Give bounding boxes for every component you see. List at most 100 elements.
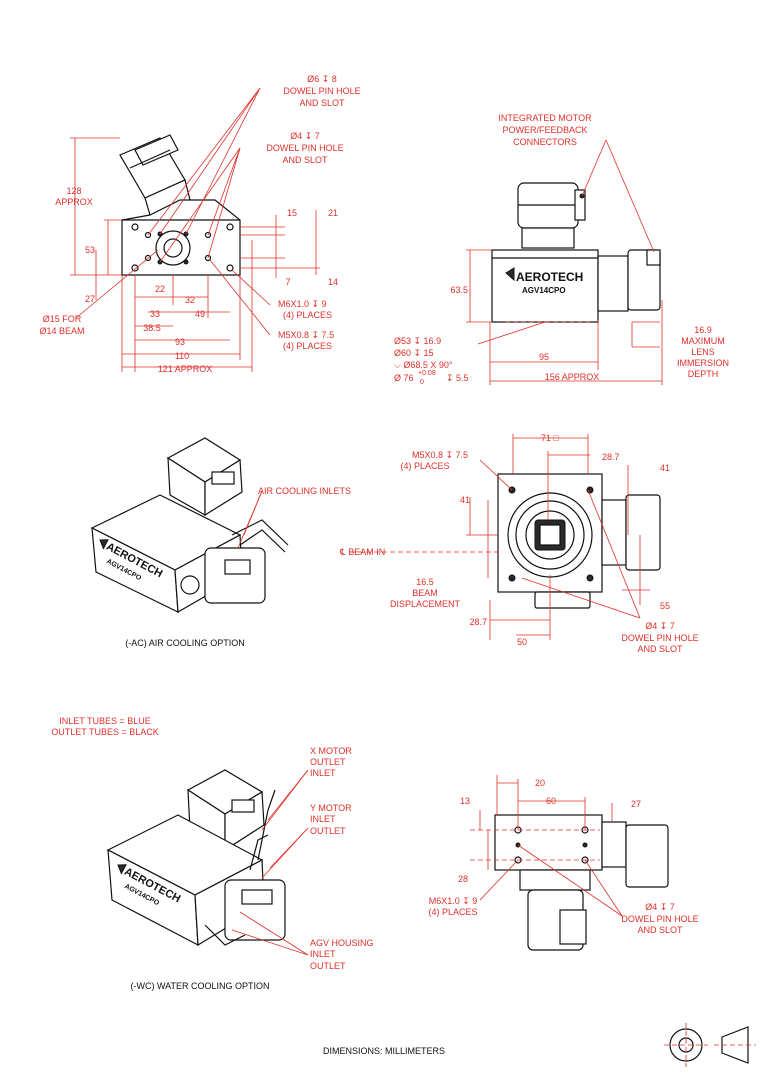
immersion-2: MAXIMUM bbox=[681, 336, 725, 346]
dim-49: 49 bbox=[195, 309, 205, 319]
side-view: AEROTECH AGV14CPO INTEGRATED MOTOR POWER… bbox=[394, 113, 729, 386]
dowel4-line3: AND SLOT bbox=[282, 155, 328, 165]
dim-128: 128 bbox=[66, 186, 81, 196]
dim-14: 14 bbox=[328, 277, 338, 287]
y-motor-3: OUTLET bbox=[310, 826, 346, 836]
dim-95: 95 bbox=[539, 352, 549, 362]
top-dowel-2: DOWEL PIN HOLE bbox=[621, 633, 698, 643]
motor-body bbox=[119, 134, 191, 216]
tubes-line1: INLET TUBES = BLUE bbox=[59, 716, 150, 726]
top-dowel-1: Ø4 ↧ 7 bbox=[645, 621, 675, 631]
water-caption: (-WC) WATER COOLING OPTION bbox=[131, 981, 270, 991]
immersion-1: 16.9 bbox=[694, 325, 712, 335]
bore-tol-plus: +0.08 bbox=[418, 370, 436, 377]
dim-50: 50 bbox=[517, 637, 527, 647]
top-dowel-3: AND SLOT bbox=[637, 644, 683, 654]
immersion-3: LENS bbox=[691, 347, 715, 357]
dim-21: 21 bbox=[328, 208, 338, 218]
dim-32: 32 bbox=[185, 295, 195, 305]
mount-dowel-2: DOWEL PIN HOLE bbox=[621, 914, 698, 924]
bore-2: Ø60 ↧ 15 bbox=[394, 348, 434, 358]
side-motor bbox=[517, 182, 586, 249]
top-m5-line1: M5X0.8 ↧ 7.5 bbox=[412, 450, 468, 460]
side-logo: AEROTECH AGV14CPO bbox=[505, 267, 583, 295]
beam-line1: Ø15 FOR bbox=[43, 314, 82, 324]
horizontal-dimensions bbox=[121, 240, 253, 372]
air-inlets-label: AIR COOLING INLETS bbox=[258, 486, 351, 496]
housing-2: INLET bbox=[310, 949, 336, 959]
mount-dowel-3: AND SLOT bbox=[637, 925, 683, 935]
dim-33: 33 bbox=[150, 309, 160, 319]
dim-15: 15 bbox=[287, 208, 297, 218]
dim-13: 13 bbox=[460, 796, 470, 806]
dowel6-line2: DOWEL PIN HOLE bbox=[283, 86, 360, 96]
bore-depth: ↧ 5.5 bbox=[446, 373, 469, 383]
dim-22: 22 bbox=[155, 284, 165, 294]
side-brand: AEROTECH bbox=[516, 270, 583, 284]
front-view-dimensioned: Ø6 ↧ 8 DOWEL PIN HOLE AND SLOT Ø4 ↧ 7 DO… bbox=[39, 74, 360, 374]
dim-156: 156 APPROX bbox=[545, 372, 600, 382]
tubes-line2: OUTLET TUBES = BLACK bbox=[51, 727, 158, 737]
dim-27: 27 bbox=[85, 294, 95, 304]
dim-41a: 41 bbox=[660, 463, 670, 473]
air-cooling-iso: AEROTECH AGV14CPO AIR COOLING INLETS (-A… bbox=[90, 437, 351, 648]
dim-110: 110 bbox=[175, 351, 189, 361]
top-m5-line2: (4) PLACES bbox=[400, 461, 449, 471]
side-labels: INTEGRATED MOTOR POWER/FEEDBACK CONNECTO… bbox=[394, 113, 729, 386]
beam-in: ℄ BEAM IN bbox=[339, 547, 385, 557]
dim-7: 7 bbox=[285, 277, 290, 287]
dowel4-line1: Ø4 ↧ 7 bbox=[290, 131, 320, 141]
m5-line1: M5X0.8 ↧ 7.5 bbox=[278, 330, 334, 340]
dim-121: 121 APPROX bbox=[158, 364, 213, 374]
top-labels: 71 □ M5X0.8 ↧ 7.5 (4) PLACES 28.7 41 41 … bbox=[339, 433, 699, 654]
top-dimensions bbox=[350, 434, 650, 640]
projection-symbol bbox=[664, 1023, 756, 1067]
mount-dowel-1: Ø4 ↧ 7 bbox=[645, 902, 675, 912]
dim-28: 28 bbox=[458, 874, 468, 884]
x-motor-1: X MOTOR bbox=[310, 746, 352, 756]
water-cooling-iso: INLET TUBES = BLUE OUTLET TUBES = BLACK … bbox=[51, 716, 373, 991]
connectors-line2: POWER/FEEDBACK bbox=[502, 125, 587, 135]
mounting-view: 20 60 13 27 28 M6X1.0 ↧ 9 (4) PLACES Ø4 … bbox=[428, 775, 699, 951]
dim-28-7a: 28.7 bbox=[602, 452, 620, 462]
dim-20: 20 bbox=[535, 778, 545, 788]
units-label: DIMENSIONS: MILLIMETERS bbox=[323, 1046, 445, 1056]
bore-3: ⌵ Ø68.5 X 90° bbox=[394, 360, 453, 370]
front-view-labels: Ø6 ↧ 8 DOWEL PIN HOLE AND SLOT Ø4 ↧ 7 DO… bbox=[39, 74, 360, 374]
mount-m6-2: (4) PLACES bbox=[428, 907, 477, 917]
dim-28-7b: 28.7 bbox=[469, 617, 487, 627]
immersion-5: DEPTH bbox=[688, 369, 719, 379]
x-motor-2: OUTLET bbox=[310, 757, 346, 767]
air-caption: (-AC) AIR COOLING OPTION bbox=[125, 638, 245, 648]
connectors-line1: INTEGRATED MOTOR bbox=[498, 113, 592, 123]
water-leaders bbox=[231, 769, 309, 956]
side-dimensions bbox=[466, 249, 663, 385]
vertical-dimensions bbox=[70, 137, 320, 300]
dim-55: 55 bbox=[660, 601, 670, 611]
disp-3: DISPLACEMENT bbox=[390, 599, 461, 609]
dim-53: 53 bbox=[85, 245, 95, 255]
y-motor-2: INLET bbox=[310, 814, 336, 824]
m6-line1: M6X1.0 ↧ 9 bbox=[278, 299, 327, 309]
hole-pattern bbox=[131, 223, 234, 272]
y-motor-1: Y MOTOR bbox=[310, 803, 352, 813]
top-view: 71 □ M5X0.8 ↧ 7.5 (4) PLACES 28.7 41 41 … bbox=[339, 433, 699, 654]
immersion-4: IMMERSION bbox=[677, 358, 729, 368]
beam-line2: Ø14 BEAM bbox=[39, 326, 84, 336]
mount-m6-1: M6X1.0 ↧ 9 bbox=[429, 896, 478, 906]
x-motor-3: INLET bbox=[310, 768, 336, 778]
dowel6-line3: AND SLOT bbox=[299, 98, 345, 108]
dim-63-5: 63.5 bbox=[450, 285, 468, 295]
mount-dimensions bbox=[479, 775, 623, 917]
housing-3: OUTLET bbox=[310, 961, 346, 971]
disp-1: 16.5 bbox=[416, 577, 434, 587]
bore-1: Ø53 ↧ 16.9 bbox=[394, 336, 441, 346]
disp-2: BEAM bbox=[412, 588, 438, 598]
dim-60: 60 bbox=[546, 796, 556, 806]
m6-line2: (4) PLACES bbox=[283, 310, 332, 320]
dim-27b: 27 bbox=[631, 799, 641, 809]
connectors-line3: CONNECTORS bbox=[513, 137, 577, 147]
bore-4: Ø 76 bbox=[394, 373, 414, 383]
housing-1: AGV HOUSING bbox=[310, 938, 374, 948]
